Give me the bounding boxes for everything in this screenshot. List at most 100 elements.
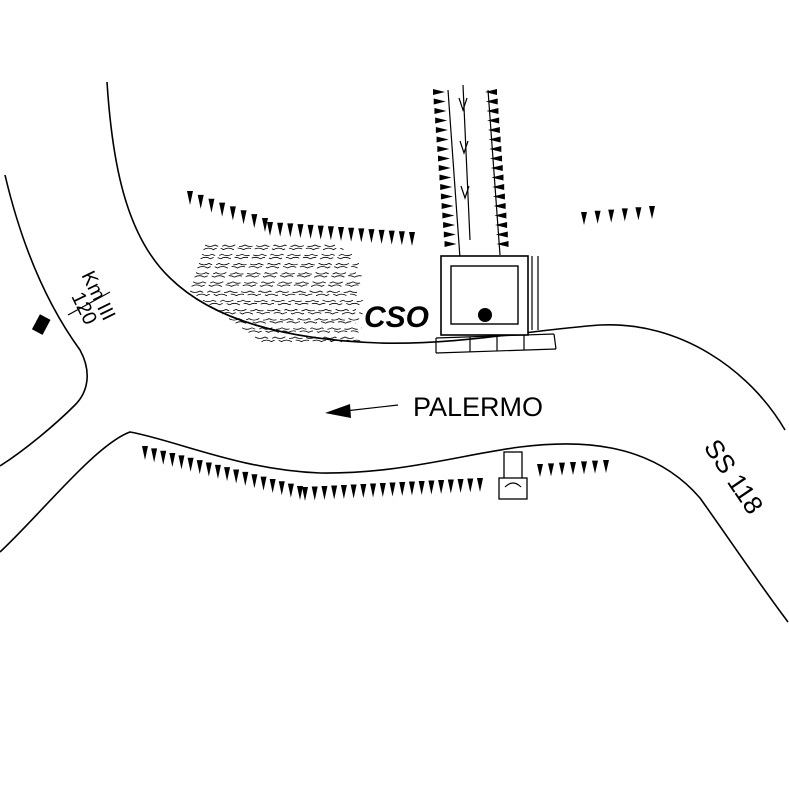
slope-hatch-icon xyxy=(278,481,285,496)
channel-hatch-icon xyxy=(487,127,500,133)
channel-hatch-icon xyxy=(493,203,506,209)
channel-hatch-icon xyxy=(434,108,447,114)
slope-hatch-icon xyxy=(331,485,338,500)
channel-hatch-icon xyxy=(495,222,508,228)
slope-hatch-icon xyxy=(348,227,355,242)
channel-hatch-icon xyxy=(490,155,503,162)
slope-hatch-icon xyxy=(378,229,385,244)
channel-hatch-icon xyxy=(490,165,503,171)
slope-hatch-icon xyxy=(142,446,148,460)
slope-hatch-icon xyxy=(229,206,236,221)
channel-bank-hatches xyxy=(433,89,509,247)
station-dot-icon xyxy=(478,308,492,322)
flow-arrow-icon xyxy=(458,97,470,200)
slope-hatch-icon xyxy=(548,463,554,477)
slope-hatch-icon xyxy=(603,460,609,473)
channel-hatch-icon xyxy=(436,136,449,143)
arrow-left-icon xyxy=(325,404,399,418)
channel-hatch-icon xyxy=(438,155,451,162)
channel-hatch-icon xyxy=(485,89,497,95)
road-label: SS 118 xyxy=(698,434,769,520)
slope-hatch-icon xyxy=(559,462,565,476)
slope-hatch-icon xyxy=(242,471,249,486)
slope-hatch-icon xyxy=(197,194,204,209)
slope-hatch-icon xyxy=(269,478,276,493)
slope-hatch-icon xyxy=(477,478,483,492)
slope-hatch-icon xyxy=(570,462,576,475)
slope-hatch-icon xyxy=(151,448,158,463)
slope-hatch-icon xyxy=(277,222,284,237)
slope-hatch-icon xyxy=(358,228,365,243)
channel-hatch-icon xyxy=(442,212,455,219)
channel-hatch-icon xyxy=(433,98,446,105)
slope-hatch-icon xyxy=(302,487,308,501)
channel-hatch-icon xyxy=(491,174,504,181)
slope-hatch-icon xyxy=(340,485,347,499)
km-marker-icon xyxy=(31,314,51,335)
slope-hatch-icon xyxy=(297,486,303,500)
slope-hatch-icon xyxy=(208,198,215,213)
slope-hatch-icon xyxy=(649,206,655,219)
slope-hatch-icon xyxy=(205,462,212,477)
slope-hatch-icon xyxy=(307,224,314,239)
slope-hatch-icon xyxy=(317,225,324,240)
channel-hatch-icon xyxy=(485,98,498,105)
channel-hatch-icon xyxy=(486,108,499,114)
slope-hatch-icon xyxy=(388,230,395,245)
road-north-edge xyxy=(106,81,786,431)
slope-hatch-icon xyxy=(187,457,194,472)
channel-hatch-icon xyxy=(492,193,505,200)
channel-hatch-icon xyxy=(437,146,450,152)
slope-hatch-icon xyxy=(219,202,226,217)
channel-hatch-icon xyxy=(496,241,509,247)
channel-hatch-icon xyxy=(444,241,457,247)
slope-hatch-icon xyxy=(251,214,258,229)
slope-hatch-group xyxy=(142,191,655,501)
km-marker-divider xyxy=(67,291,111,316)
channel-hatch-icon xyxy=(443,222,456,228)
slope-hatch-icon xyxy=(389,482,396,497)
side-road-outer-edge xyxy=(0,174,88,467)
slope-hatch-icon xyxy=(428,480,435,495)
slope-hatch-icon xyxy=(581,461,587,475)
slope-hatch-icon xyxy=(398,231,405,246)
channel-hatch-icon xyxy=(435,117,448,124)
slope-hatch-icon xyxy=(214,464,221,479)
road-south-edge xyxy=(0,431,789,623)
channel-hatch-icon xyxy=(495,231,508,238)
channel-hatch-icon xyxy=(489,146,502,152)
channel-hatch-icon xyxy=(494,212,507,219)
channel-hatch-icon xyxy=(440,193,453,200)
channel-hatch-icon xyxy=(440,184,453,190)
slope-hatch-icon xyxy=(360,484,367,498)
slope-hatch-icon xyxy=(327,226,334,241)
channel-hatch-icon xyxy=(443,231,456,238)
slope-hatch-icon xyxy=(438,480,445,494)
slope-hatch-icon xyxy=(260,476,267,491)
slope-hatch-icon xyxy=(379,483,386,497)
culvert xyxy=(498,451,528,500)
slope-hatch-icon xyxy=(287,483,294,498)
slope-hatch-icon xyxy=(409,232,415,246)
slope-hatch-icon xyxy=(187,191,193,205)
slope-hatch-icon xyxy=(338,227,344,241)
slope-hatch-icon xyxy=(160,450,167,465)
channel-hatch-icon xyxy=(441,203,454,209)
slope-hatch-icon xyxy=(418,481,425,495)
slope-hatch-icon xyxy=(169,453,176,468)
slope-hatch-icon xyxy=(370,483,377,498)
channel-hatch-icon xyxy=(435,127,448,133)
slope-hatch-icon xyxy=(594,210,601,224)
slope-hatch-icon xyxy=(240,210,247,225)
slope-hatch-icon xyxy=(537,464,543,477)
slope-hatch-icon xyxy=(635,207,642,221)
slope-hatch-icon xyxy=(621,208,628,222)
slope-hatch-icon xyxy=(581,212,587,225)
channel xyxy=(433,84,509,259)
direction-label: PALERMO xyxy=(413,392,543,422)
channel-hatch-icon xyxy=(487,117,500,124)
slope-hatch-icon xyxy=(321,486,328,500)
channel-hatch-icon xyxy=(488,136,501,143)
station-label: CSO xyxy=(364,301,429,334)
